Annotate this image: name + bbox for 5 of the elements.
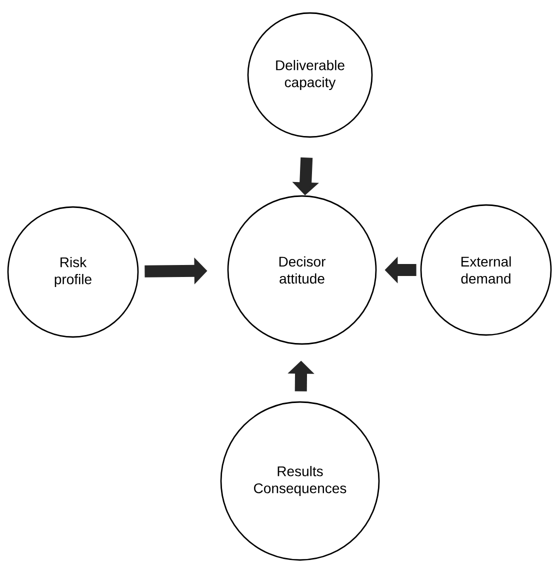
circle-node: Decisor attitude bbox=[227, 195, 377, 345]
circle-node: Deliverable capacity bbox=[247, 12, 373, 138]
circle-node: Results Consequences bbox=[220, 401, 380, 561]
circle-node: External demand bbox=[420, 204, 552, 336]
circle-node: Risk profile bbox=[7, 206, 139, 338]
